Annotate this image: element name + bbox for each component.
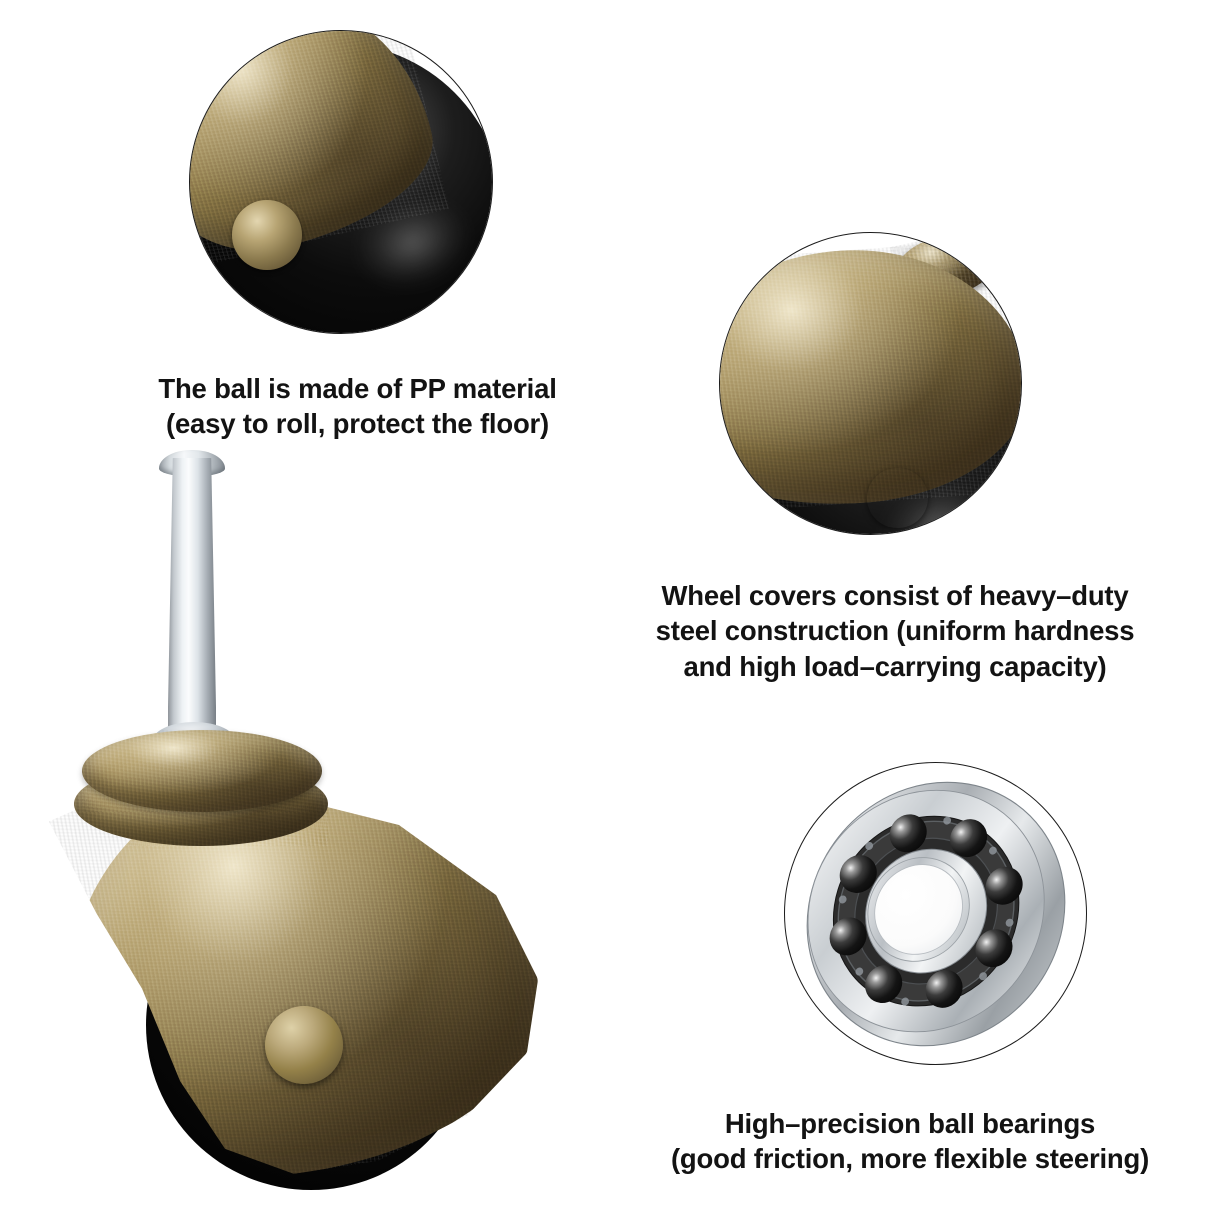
ball-closeup-scene: [190, 31, 492, 333]
callout-circle-ball: [189, 30, 493, 334]
axle-rivet-icon: [867, 468, 927, 528]
callout-circle-cover: [719, 232, 1022, 535]
caption-ball-bearing: High–precision ball bearings (good frict…: [670, 1107, 1150, 1175]
caption-ball: The ball is made of PP material (easy to…: [158, 372, 557, 440]
ball-bearing-svg: [806, 781, 1065, 1046]
callout-circle-bearing: [784, 762, 1087, 1065]
hero-product-label: antique-brass-ball-caster: [60, 430, 61, 431]
caption-wheel-cover: Wheel covers consist of heavy–duty steel…: [655, 579, 1135, 683]
wheel-cover-closeup-scene: [720, 233, 1021, 534]
bearing-balls: [829, 813, 1023, 1008]
grip-ring-stem-icon: [168, 458, 216, 748]
raceway-upper-disc-icon: [82, 730, 322, 812]
brass-grain-texture: [82, 730, 322, 812]
axle-rivet-icon: [232, 200, 302, 270]
axle-rivet-cap-icon: [265, 1006, 343, 1084]
bearing-bore: [874, 864, 963, 954]
ball-bearing-icon: [785, 763, 1086, 1064]
hero-product-photo: antique-brass-ball-caster: [60, 430, 600, 1190]
bearing-cage-rivets: [838, 816, 1013, 1006]
